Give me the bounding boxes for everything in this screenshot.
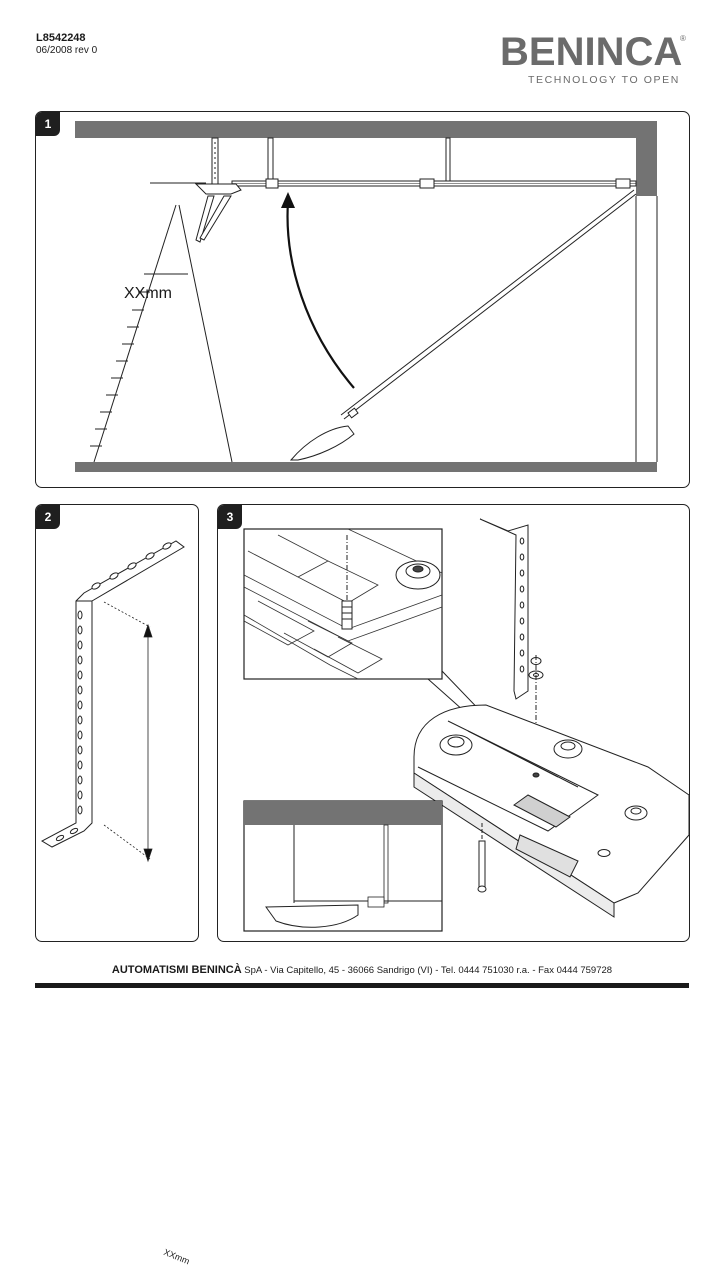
brand-wordmark: BENINCA: [500, 30, 683, 74]
company-name: AUTOMATISMI BENINCÀ: [111, 964, 242, 976]
figure-panel-2: 2: [35, 504, 199, 1266]
detail-inset-fastening: [243, 528, 443, 680]
company-details: SpA - Via Capitello, 45 - 36066 Sandrigo…: [241, 965, 613, 976]
company-footer: AUTOMATISMI BENINCÀ SpA - Via Capitello,…: [0, 964, 724, 976]
floor-band: [75, 462, 657, 472]
brand-tagline: TECHNOLOGY TO OPEN: [528, 74, 680, 86]
ladder: [90, 204, 233, 463]
motor-head: [194, 183, 242, 195]
bracket-drawing: [40, 540, 185, 863]
document-code: L8542248: [36, 32, 86, 44]
ceiling-band: [75, 121, 657, 138]
hanging-bracket: [479, 518, 529, 700]
brand-logo: BENINCA ® TECHNOLOGY TO OPEN: [500, 32, 690, 88]
operator-rail: [231, 178, 637, 189]
measure-label: XXmm: [124, 285, 172, 302]
document-revision: 06/2008 rev 0: [36, 45, 98, 56]
assembly-drawing: [243, 518, 690, 932]
measuring-ruler: [195, 195, 232, 243]
z-bracket: [40, 540, 185, 848]
fixing-screw: [477, 823, 487, 893]
figure-number-badge: 1: [36, 112, 60, 136]
operator-base-plate: [413, 704, 690, 918]
detail-inset-installed: [243, 800, 443, 932]
figure-number-badge: 2: [36, 505, 60, 529]
footer-rule: [35, 983, 689, 988]
hanging-brackets: [211, 137, 451, 187]
garage-installation-drawing: [75, 121, 658, 472]
figure-panel-3: 3: [217, 504, 690, 942]
registered-mark: ®: [680, 34, 686, 43]
dimension-line: [103, 601, 153, 863]
wall-lintel: [636, 138, 657, 196]
figure-number-badge: 3: [218, 505, 242, 529]
nut-and-washer: [528, 655, 544, 773]
measure-label: XXmm: [162, 1247, 192, 1266]
door-arm: [289, 189, 637, 461]
figure-panel-1: 1: [35, 111, 690, 488]
movement-arrow: [281, 192, 355, 389]
